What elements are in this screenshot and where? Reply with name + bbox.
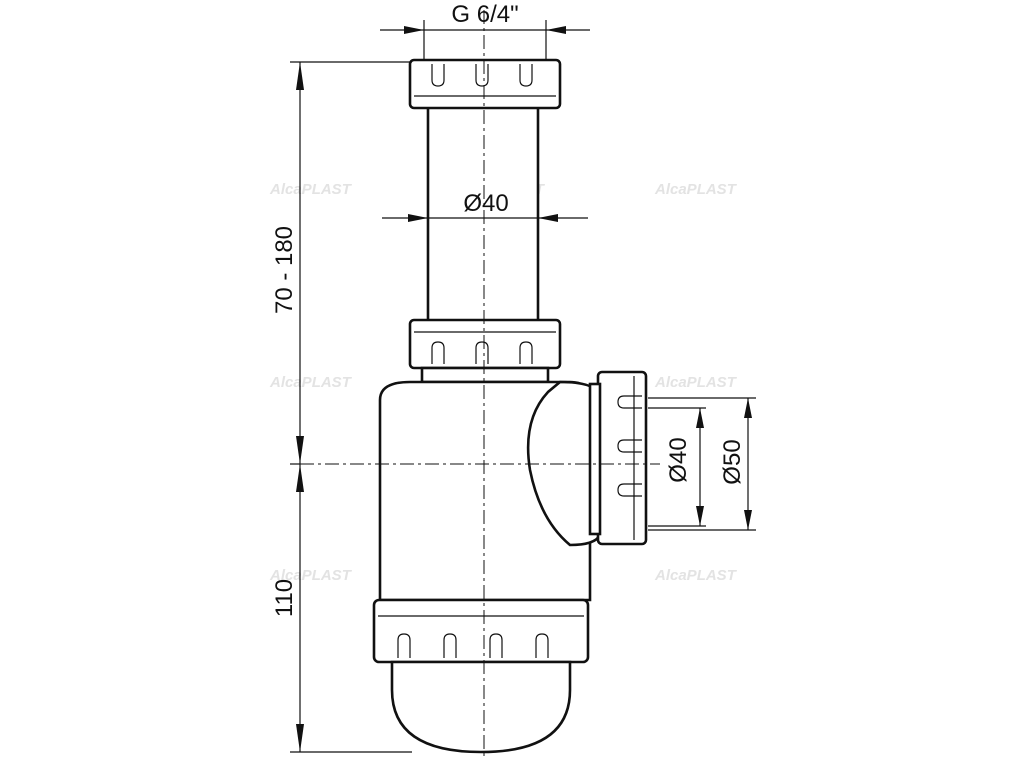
top-nut-ribs (431, 64, 533, 87)
middle-nut-collar (420, 366, 550, 384)
outlet-nut-body (596, 370, 648, 546)
siphon-body (378, 380, 602, 602)
bottom-nut (372, 598, 590, 664)
middle-nut (408, 318, 562, 384)
watermark-1: AlcaPLAST (269, 181, 353, 198)
dim-height-range-label: 70 - 180 (271, 226, 298, 314)
dim-lower-height-label: 110 (271, 579, 298, 617)
outlet-nut-collar (588, 382, 602, 536)
dim-pipe-diameter-label: Ø40 (463, 190, 508, 217)
watermark-3: AlcaPLAST (654, 181, 738, 198)
watermark-6: AlcaPLAST (654, 374, 738, 391)
watermark-9: AlcaPLAST (654, 567, 738, 584)
bottom-nut-body (372, 598, 590, 664)
dim-pipe-diameter: Ø40 (382, 190, 588, 222)
outlet-nut (588, 370, 648, 546)
outlet-nut-ribs (617, 395, 642, 497)
middle-nut-ribs (431, 341, 533, 364)
bottom-nut-ribs (397, 633, 549, 658)
watermark-7: AlcaPLAST (269, 567, 353, 584)
top-nut (408, 58, 562, 110)
dim-outlet: Ø40 Ø50 (648, 397, 756, 531)
bottom-cup (390, 660, 572, 754)
bottom-cup-shell (390, 660, 572, 754)
dim-left-heights: 70 - 180 110 (271, 61, 412, 753)
dim-top-thread-label: G 6/4" (451, 1, 518, 28)
pipe-tube (426, 98, 540, 330)
watermark-4: AlcaPLAST (269, 374, 353, 391)
dim-outlet-inner-label: Ø40 (665, 437, 692, 482)
dim-top-thread: G 6/4" (380, 1, 590, 60)
vertical-pipe (426, 98, 540, 330)
dim-outlet-outer-label: Ø50 (719, 439, 746, 484)
